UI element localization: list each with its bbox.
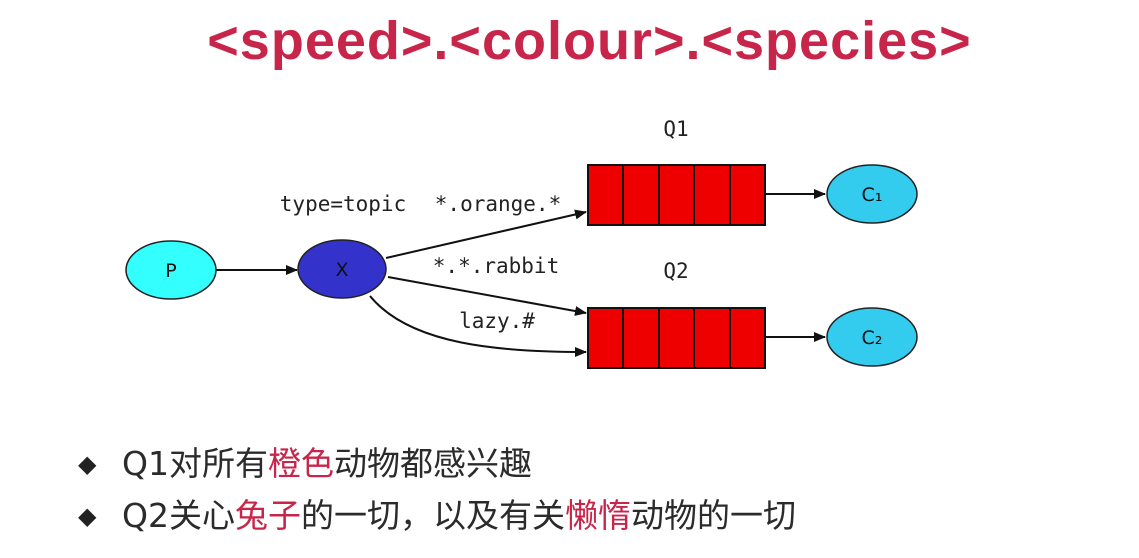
queue1 [587,164,766,226]
highlight-rabbit: 兔子 [234,496,301,535]
exchange-type-label: type=topic [280,192,406,216]
edge-exchange-queue2 [387,276,587,316]
diamond-bullet-icon: ◆ [78,502,97,530]
bullet-list: ◆ Q1对所有橙色动物都感兴趣 ◆ Q2关心兔子的一切，以及有关懒惰动物的一切 [78,438,796,542]
queue1-label: Q1 [663,117,688,141]
bullet-item-q2: ◆ Q2关心兔子的一切，以及有关懒惰动物的一切 [78,490,796,542]
bullet-text: Q1对所有 [122,444,268,483]
producer-node [125,240,217,300]
queue2-label: Q2 [663,259,688,283]
bullet-item-q1: ◆ Q1对所有橙色动物都感兴趣 [78,438,796,490]
highlight-lazy: 懒惰 [564,496,631,535]
edge-exchange-queue2-lazy [369,295,587,357]
queue2 [587,307,766,369]
highlight-orange: 橙色 [267,444,334,483]
bullet-text: Q2关心 [122,496,235,535]
consumer2-node [826,307,918,367]
consumer1-label: C₁ [862,184,883,206]
page-title: <speed>.<colour>.<species> [207,11,972,71]
binding-orange-label: *.orange.* [435,192,561,216]
producer-label: P [165,260,176,282]
binding-rabbit-label: *.*.rabbit [433,254,559,278]
bullet-text: 动物的一切 [630,496,796,535]
consumer1-node [826,164,918,224]
bullet-text: 动物都感兴趣 [333,444,532,483]
exchange-label: X [335,259,348,281]
exchange-node [297,239,387,299]
topic-exchange-diagram: P X type=topic *.orange.* *.*.rabbit laz… [125,117,918,369]
edge-exchange-queue1 [385,209,587,259]
consumer2-label: C₂ [862,327,883,349]
bullet-text: 的一切，以及有关 [300,496,565,535]
binding-lazy-label: lazy.# [459,309,535,333]
diamond-bullet-icon: ◆ [78,450,97,478]
